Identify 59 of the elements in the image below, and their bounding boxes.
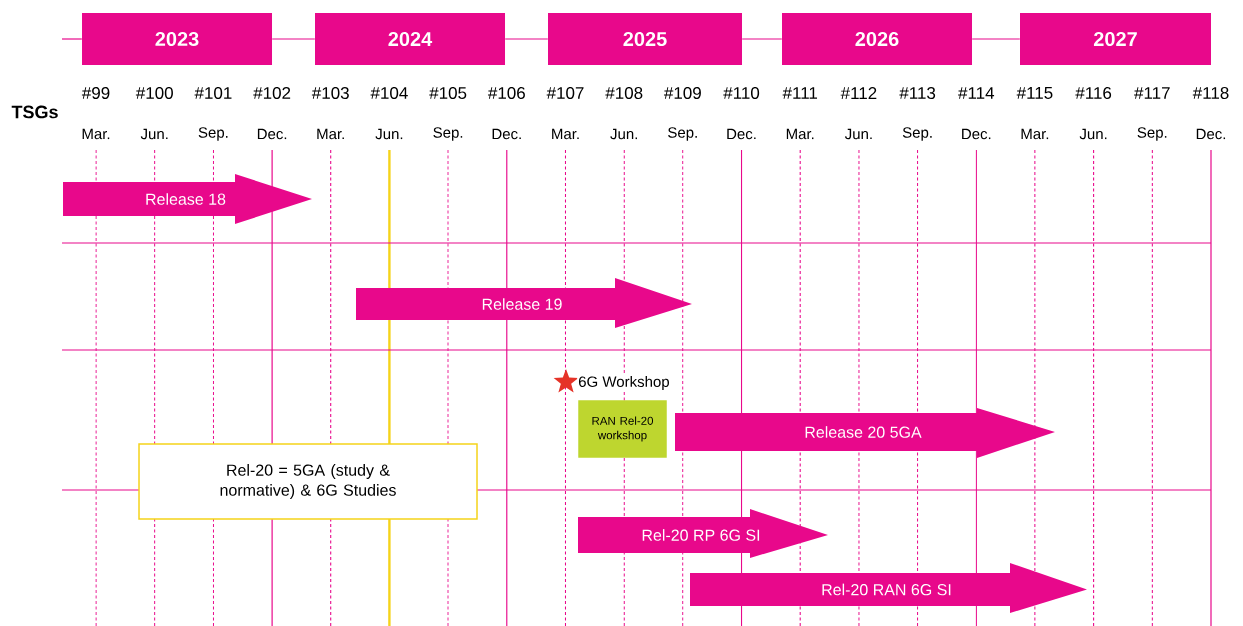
month-label: Dec. [962, 128, 991, 140]
month-label: Sep. [433, 127, 463, 141]
arrow-band: Rel-20 RP 6G SI [578, 509, 828, 558]
meeting-number: #105 [429, 87, 467, 99]
month-label: Jun. [610, 128, 637, 140]
month-label: Mar. [552, 128, 579, 140]
meeting-number: #112 [840, 87, 877, 99]
month-label: Mar. [786, 128, 814, 140]
month-label: Jun. [375, 128, 403, 140]
year-box: 2027 [1020, 13, 1211, 65]
month-label: Sep. [198, 127, 228, 141]
month-label: Jun. [140, 128, 168, 140]
year-box: 2025 [548, 13, 742, 65]
month-label: Jun. [1079, 128, 1107, 140]
meeting-number: #109 [663, 87, 701, 99]
month-label: Dec. [727, 128, 756, 140]
meeting-number: #106 [488, 87, 525, 99]
year-box: 2026 [782, 13, 972, 65]
meeting-number: #110 [723, 87, 760, 99]
meeting-number: #114 [958, 87, 995, 99]
month-label: Dec. [257, 128, 287, 140]
month-label: Sep. [1137, 127, 1167, 141]
meeting-number: #100 [135, 87, 173, 99]
workshop-box: RAN Rel-20 workshop [578, 400, 667, 458]
meeting-number: #118 [1192, 87, 1229, 99]
month-label: Sep. [668, 127, 697, 141]
timeline-connector [271, 38, 316, 40]
arrow-band: Release 19 [356, 278, 692, 328]
meeting-number: #103 [311, 87, 349, 99]
month-label: Jun. [844, 128, 872, 140]
month-label: Mar. [1021, 128, 1049, 140]
meeting-number: #107 [546, 87, 584, 99]
note-box: Rel-20 = 5GA (study & normative) & 6G Studies [138, 443, 478, 520]
meeting-number: #104 [370, 87, 408, 99]
month-label: Mar. [82, 128, 110, 140]
meeting-number: #99 [81, 87, 110, 99]
timeline-connector [971, 38, 1021, 40]
milestone-label: 6G Workshop [577, 375, 671, 391]
arrow-band: Release 20 5GA [675, 408, 1055, 458]
meeting-number: #117 [1134, 87, 1170, 99]
meeting-number: #116 [1075, 87, 1112, 99]
year-box: 2024 [315, 13, 505, 65]
year-box: 2023 [82, 13, 272, 65]
timeline-connector [741, 38, 783, 40]
timeline-connector [504, 38, 549, 40]
month-label: Dec. [492, 128, 521, 140]
arrow-band: Rel-20 RAN 6G SI [690, 563, 1087, 613]
month-label: Sep. [902, 127, 932, 141]
meeting-number: #108 [605, 87, 643, 99]
meeting-number: #115 [1016, 87, 1053, 99]
arrow-band: Release 18 [63, 174, 312, 224]
month-label: Dec. [1196, 128, 1226, 140]
row-label: TSGs [11, 105, 58, 119]
timeline-connector [61, 38, 83, 40]
meeting-number: #113 [899, 87, 936, 99]
meeting-number: #111 [782, 87, 817, 99]
meeting-number: #101 [194, 87, 232, 99]
month-label: Mar. [317, 128, 344, 140]
meeting-number: #102 [253, 87, 291, 99]
